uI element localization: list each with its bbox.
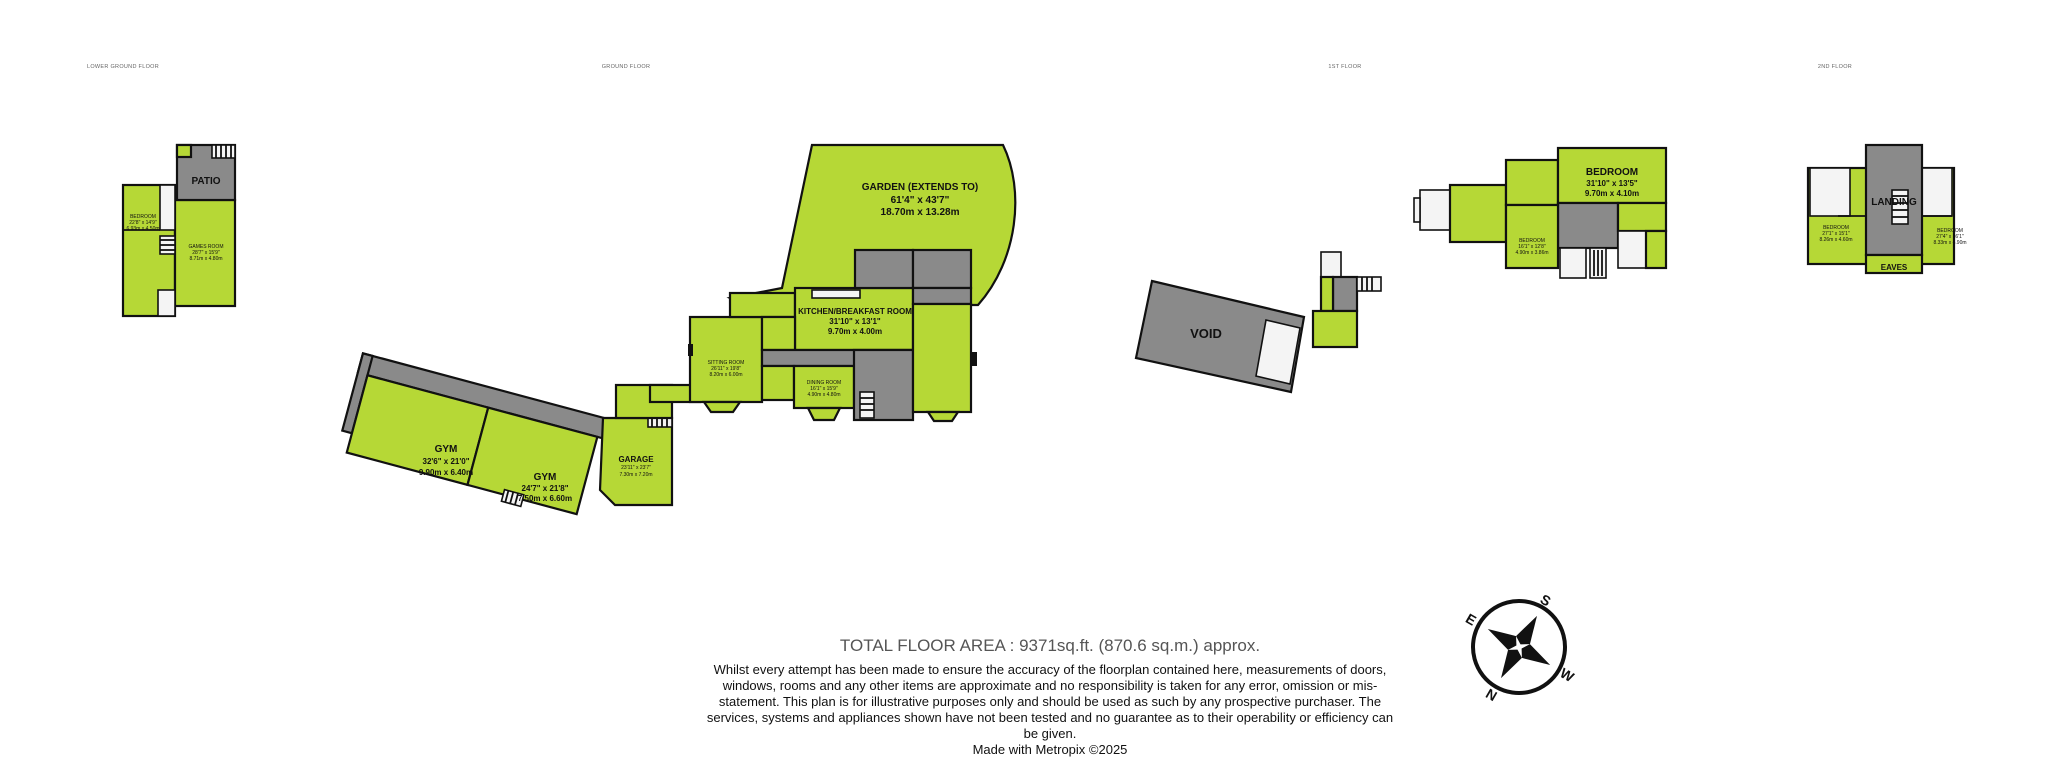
- bedroom-2b-label: BEDROOM: [1937, 228, 1963, 234]
- first-floor-bedroom-left: [1448, 183, 1508, 244]
- eaves-label: EAVES: [1881, 263, 1908, 272]
- svg-text:23'11" x 23'7": 23'11" x 23'7": [621, 465, 651, 471]
- svg-text:22'8" x 14'9": 22'8" x 14'9": [129, 220, 157, 226]
- floor-title-second: 2ND FLOOR: [1818, 64, 1852, 70]
- lg-store: [159, 184, 176, 231]
- lower-ground-plan: PATIO BEDROOM 22'8" x 14'9" 6.93m x 4.50…: [121, 143, 237, 318]
- svg-text:31'10" x 13'5": 31'10" x 13'5": [1586, 179, 1638, 188]
- patio-ground-area: [853, 248, 915, 290]
- lg-shower: [157, 289, 176, 317]
- disclaimer: Whilst every attempt has been made to en…: [706, 662, 1394, 741]
- bedroom-1b: [1504, 203, 1560, 270]
- svg-text:6.93m x 4.50m: 6.93m x 4.50m: [126, 226, 159, 232]
- svg-text:8.26m x 4.60m: 8.26m x 4.60m: [1819, 237, 1852, 243]
- svg-text:8.71m x 4.80m: 8.71m x 4.80m: [189, 256, 222, 262]
- first-floor-landing: [1556, 201, 1620, 250]
- compass-n-label: N: [1483, 685, 1500, 704]
- compass-icon: S W N E: [1463, 591, 1578, 704]
- garden-label: GARDEN (EXTENDS TO): [862, 182, 979, 193]
- svg-text:24'7" x 21'8": 24'7" x 21'8": [522, 484, 569, 493]
- first-floor-room-top: [1504, 158, 1560, 207]
- svg-text:7.50m x 6.60m: 7.50m x 6.60m: [518, 494, 572, 503]
- svg-text:16'1" x 15'9": 16'1" x 15'9": [810, 386, 838, 392]
- floor-title-ground: GROUND FLOOR: [602, 64, 651, 70]
- svg-text:18.70m x 13.28m: 18.70m x 13.28m: [881, 207, 960, 218]
- bedroom-1a: [1556, 146, 1668, 205]
- svg-text:31'10" x 13'1": 31'10" x 13'1": [829, 317, 881, 326]
- gym-1-label: GYM: [435, 444, 458, 455]
- sitting-room-label: SITTING ROOM: [708, 360, 745, 366]
- svg-text:8.33m x 4.90m: 8.33m x 4.90m: [1933, 240, 1966, 246]
- made-with-credit: Made with Metropix ©2025: [972, 742, 1128, 757]
- lg-small-room: [175, 143, 193, 159]
- void-label: VOID: [1190, 326, 1222, 341]
- svg-text:4.90m x 4.80m: 4.90m x 4.80m: [807, 392, 840, 398]
- svg-text:32'6" x 21'0": 32'6" x 21'0": [423, 457, 470, 466]
- eaves-area: [1864, 253, 1924, 275]
- first-floor-bathroom: [1419, 189, 1451, 231]
- garage-label: GARAGE: [618, 455, 654, 464]
- svg-text:28'7" x 15'9": 28'7" x 15'9": [192, 250, 220, 256]
- gym-2-label: GYM: [534, 472, 557, 483]
- floor-title-first: 1ST FLOOR: [1328, 64, 1361, 70]
- svg-text:9.70m x 4.00m: 9.70m x 4.00m: [828, 327, 882, 336]
- footer: TOTAL FLOOR AREA : 9371sq.ft. (870.6 sq.…: [700, 636, 1400, 758]
- landing-label: LANDING: [1871, 197, 1917, 208]
- ground-plan: GARDEN (EXTENDS TO) 61'4" x 43'7" 18.70m…: [340, 143, 1017, 516]
- svg-text:7.30m x 7.20m: 7.30m x 7.20m: [619, 472, 652, 478]
- games-room: [173, 198, 237, 308]
- svg-text:61'4" x 43'7": 61'4" x 43'7": [891, 195, 950, 206]
- first-floor-small-room: [1311, 309, 1359, 349]
- bedroom-1a-label: BEDROOM: [1586, 167, 1638, 178]
- svg-text:26'11" x 19'8": 26'11" x 19'8": [711, 366, 741, 372]
- bedroom-lg-label: BEDROOM: [130, 214, 156, 220]
- floor-title-lower-ground: LOWER GROUND FLOOR: [87, 64, 159, 70]
- svg-text:16'1" x 12'8": 16'1" x 12'8": [1518, 244, 1546, 250]
- bedroom-2a-label: BEDROOM: [1823, 225, 1849, 231]
- kitchen-label: KITCHEN/BREAKFAST ROOM: [798, 307, 912, 316]
- lg-steps: [211, 144, 236, 159]
- svg-text:8.20m x 6.00m: 8.20m x 6.00m: [709, 372, 742, 378]
- second-floor-plan: LANDING EAVES BEDROOM 27'1" x 15'1" 8.26…: [1806, 143, 1967, 275]
- svg-text:27'1" x 15'1": 27'1" x 15'1": [1822, 231, 1850, 237]
- patio-lg-label: PATIO: [191, 176, 220, 187]
- bedroom-1b-label: BEDROOM: [1519, 238, 1545, 244]
- games-room-label: GAMES ROOM: [188, 244, 223, 250]
- dining-room-label: DINING ROOM: [807, 380, 841, 386]
- sitting-room: [688, 315, 764, 404]
- svg-text:4.90m x 3.86m: 4.90m x 3.86m: [1515, 250, 1548, 256]
- first-floor-plan: VOID BEDROOM 31'10" x 13'5" 9.70m x 4.10…: [1134, 146, 1668, 394]
- svg-text:9.70m x 4.10m: 9.70m x 4.10m: [1585, 189, 1639, 198]
- garden-room: [911, 302, 973, 414]
- svg-text:9.90m x 6.40m: 9.90m x 6.40m: [419, 468, 473, 477]
- total-floor-area: TOTAL FLOOR AREA : 9371sq.ft. (870.6 sq.…: [839, 636, 1261, 655]
- svg-text:27'4" x 16'1": 27'4" x 16'1": [1936, 234, 1964, 240]
